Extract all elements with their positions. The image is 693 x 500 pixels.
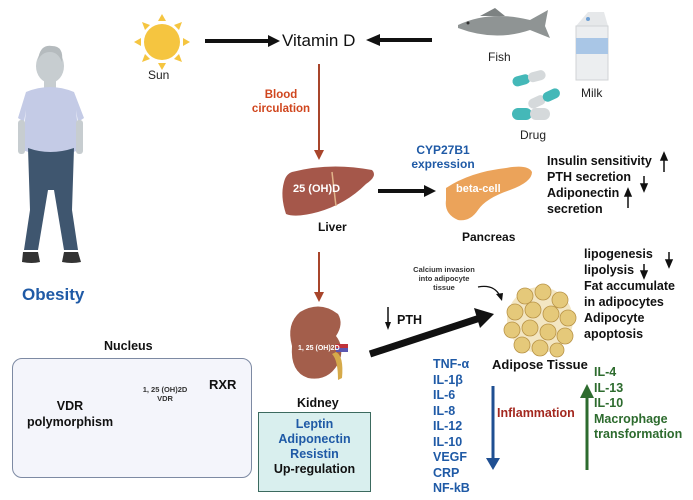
liver-icon xyxy=(282,166,374,216)
anti-cytokine-item: IL-10 xyxy=(594,396,624,410)
pancreas-icon xyxy=(445,166,532,221)
adipokine-item: Resistin xyxy=(290,447,339,461)
adipose-effect: lipogenesis xyxy=(584,247,653,261)
fish-icon xyxy=(458,8,550,38)
pth-label: PTH xyxy=(397,313,422,327)
pancreas-label: Pancreas xyxy=(462,230,516,244)
vdr-line2: polymorphism xyxy=(26,415,114,429)
calcium-note-line: tissue xyxy=(433,283,455,292)
adipose-effect: Fat accumulate xyxy=(584,279,676,293)
adipose-effect: Adipocyte xyxy=(584,311,645,325)
anti-cytokine-item: IL-13 xyxy=(594,380,624,395)
sun-icon xyxy=(134,14,190,70)
liver-label: Liver xyxy=(318,220,347,234)
pancreas-effect: PTH secretion xyxy=(547,170,632,184)
adipose-effect: apoptosis xyxy=(584,327,644,341)
cytokine-item: IL-1β xyxy=(433,372,463,387)
adipose-effect: lipolysis xyxy=(584,263,635,277)
cytokine-item: TNF-α xyxy=(433,357,470,371)
cyp27b1-line2: expression xyxy=(411,157,475,171)
anti-cytokine-item: IL-4 xyxy=(594,365,617,379)
milk-label: Milk xyxy=(581,86,603,100)
blood-circulation-label: Blood circulation xyxy=(247,88,315,116)
cytokine-item: IL-10 xyxy=(433,434,463,449)
pancreas-effect: Insulin sensitivity xyxy=(547,154,652,168)
liver-inner-label: 25 (OH)D xyxy=(293,183,341,195)
cytokine-item: IL-8 xyxy=(433,403,456,418)
pancreas-effect: Adiponectin xyxy=(547,186,620,200)
cytokine-item: VEGF xyxy=(433,450,468,464)
vitamin-d-label: Vitamin D xyxy=(282,31,356,50)
adipose-tissue-icon xyxy=(503,283,577,358)
adipokine-upregulation-box: Leptin Adiponectin Resistin Up-regulatio… xyxy=(258,412,371,492)
adipokine-item: Leptin xyxy=(295,417,334,431)
cyp27b1-label: CYP27B1 expression xyxy=(404,143,482,171)
fish-label: Fish xyxy=(488,50,511,64)
drug-capsules-icon xyxy=(512,70,560,120)
obesity-label: Obesity xyxy=(22,285,85,304)
pancreas-effects-list: Insulin sensitivity PTH secretion Adipon… xyxy=(547,153,652,217)
vdr-complex-label: 1, 25 (OH)2D VDR xyxy=(130,385,200,403)
blood-circulation-line2: circulation xyxy=(251,103,311,115)
obese-person-icon xyxy=(18,45,84,263)
kidney-to-adipose-arrow xyxy=(368,314,482,358)
anti-inflammatory-list: IL-4 IL-13 IL-10 Macrophage transformati… xyxy=(594,365,682,443)
adipokine-item: Adiponectin xyxy=(278,432,351,446)
complex-line1: 1, 25 (OH)2D xyxy=(142,385,188,394)
drug-label: Drug xyxy=(520,128,547,142)
calcium-invasion-note: Calcium invasion into adipocyte tissue xyxy=(404,265,484,292)
calcium-note-line: into adipocyte xyxy=(418,274,470,283)
upregulation-label: Up-regulation xyxy=(273,462,356,476)
nucleus-title: Nucleus xyxy=(104,339,153,353)
pancreas-effect: secretion xyxy=(547,202,603,216)
anti-cytokine-item: Macrophage xyxy=(594,411,668,426)
rxr-label: RXR xyxy=(209,377,237,392)
adipose-effects-list: lipogenesis lipolysis Fat accumulate in … xyxy=(584,246,675,342)
milk-carton-icon xyxy=(575,12,609,81)
pro-inflammatory-list: TNF-α IL-1β IL-6 IL-8 IL-12 IL-10 VEGF C… xyxy=(433,357,470,497)
cytokine-item: NF-kB xyxy=(433,481,470,495)
adipose-tissue-label: Adipose Tissue xyxy=(492,357,588,372)
calcium-note-line: Calcium invasion xyxy=(413,265,475,274)
vdr-line1: VDR xyxy=(56,399,84,413)
cytokine-item: CRP xyxy=(433,465,460,480)
kidney-label: Kidney xyxy=(297,396,339,410)
adipose-effect: in adipocytes xyxy=(584,295,664,309)
cytokine-item: IL-6 xyxy=(433,388,456,402)
kidney-inner-label: 1, 25 (OH)2D xyxy=(298,345,340,352)
beta-cell-label: beta-cell xyxy=(456,183,501,195)
sun-label: Sun xyxy=(148,68,170,82)
vdr-polymorphism-label: VDR polymorphism xyxy=(22,398,118,430)
inflammation-label: Inflammation xyxy=(497,406,575,420)
anti-cytokine-item: transformation xyxy=(594,427,683,441)
nucleus-box xyxy=(12,358,252,478)
blood-circulation-line1: Blood xyxy=(264,89,298,101)
complex-line2: VDR xyxy=(157,394,173,403)
cytokine-item: IL-12 xyxy=(433,419,463,433)
cyp27b1-line1: CYP27B1 xyxy=(416,143,470,157)
kidney-icon xyxy=(290,306,348,380)
